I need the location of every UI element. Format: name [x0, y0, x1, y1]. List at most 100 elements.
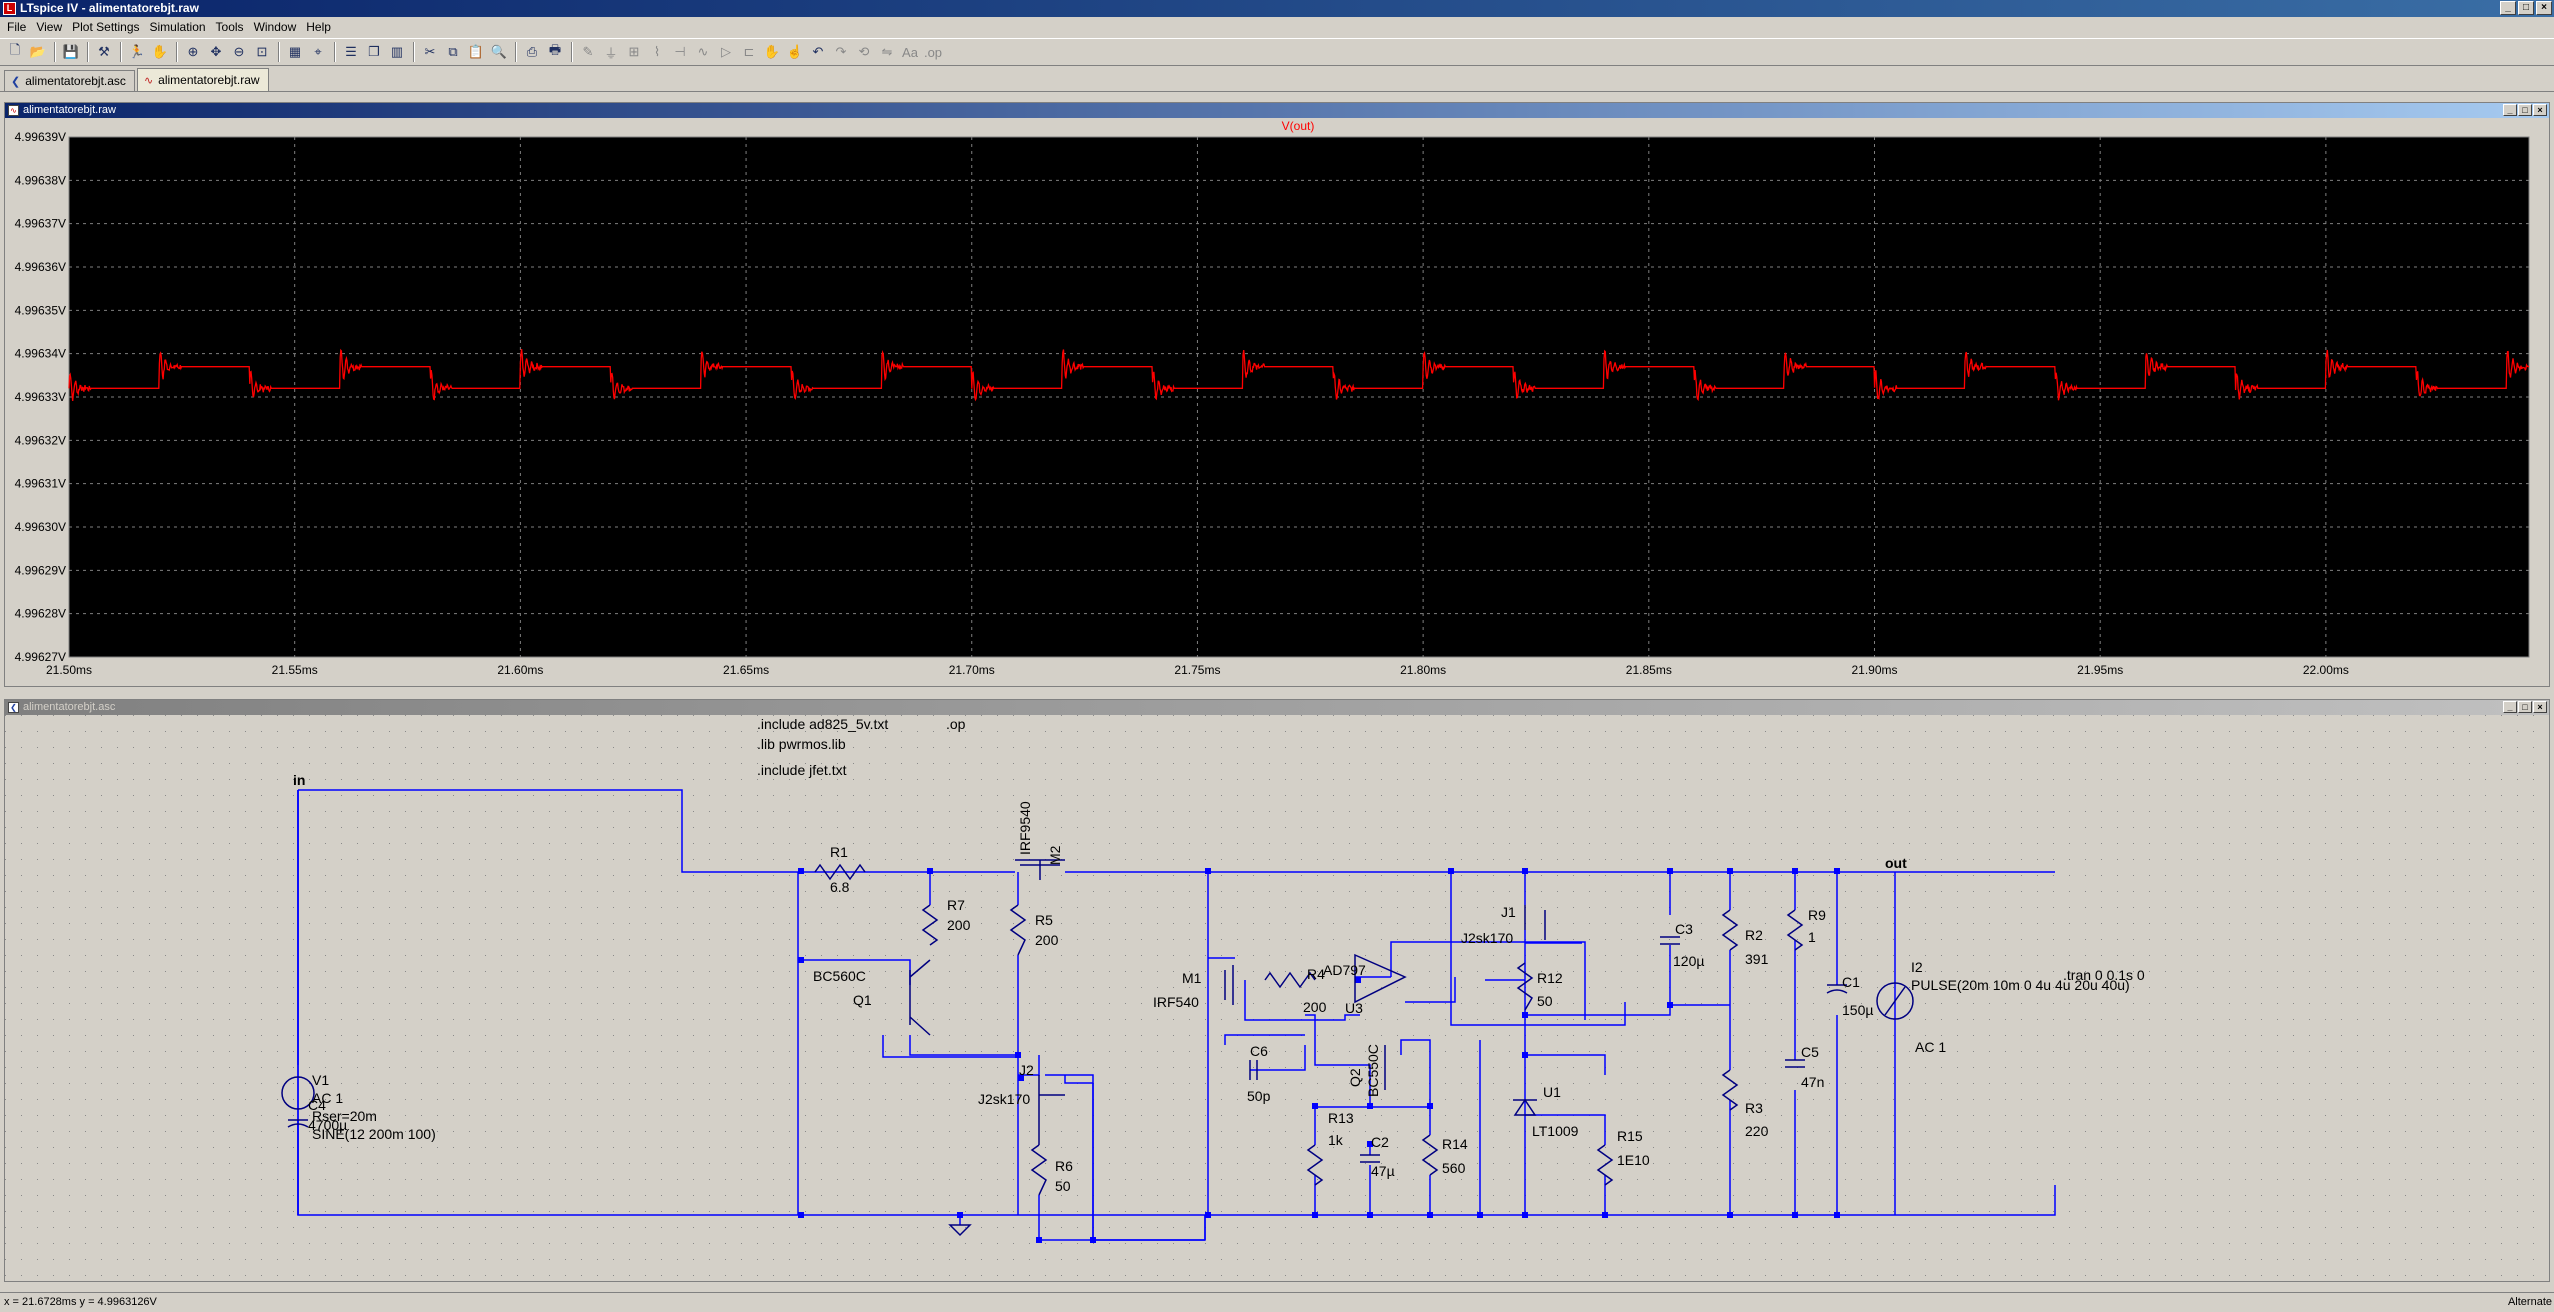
ground-icon[interactable]: ⏚	[604, 45, 618, 61]
tab-schematic[interactable]: ❮ alimentatorebjt.asc	[4, 70, 135, 91]
c6-value[interactable]: 50p	[1247, 1088, 1271, 1104]
close-icon[interactable]: ×	[2533, 701, 2547, 713]
u1-model[interactable]: LT1009	[1532, 1123, 1579, 1139]
maximize-icon[interactable]: □	[2518, 701, 2532, 713]
r5-value[interactable]: 200	[1035, 932, 1059, 948]
inductor-icon[interactable]: ∿	[697, 44, 709, 59]
wire-icon[interactable]: ✎	[582, 44, 594, 59]
close-icon[interactable]: ×	[2533, 104, 2547, 116]
q1-model[interactable]: BC560C	[813, 968, 866, 984]
cursor-icon[interactable]: ⌖	[314, 44, 322, 59]
v1-ac[interactable]: AC 1	[312, 1090, 343, 1106]
j1-name[interactable]: J1	[1501, 904, 1516, 920]
j2-name[interactable]: J2	[1019, 1062, 1034, 1078]
i2-ac[interactable]: AC 1	[1915, 1039, 1946, 1055]
rotate-icon[interactable]: ⟲	[858, 44, 870, 59]
minimize-icon[interactable]: _	[2503, 701, 2517, 713]
zoom-fit-icon[interactable]: ⊡	[256, 44, 268, 59]
open-icon[interactable]: 📂	[29, 44, 47, 59]
directive-include-ad825[interactable]: .include ad825_5v.txt	[757, 716, 888, 732]
label-net-icon[interactable]: ⊞	[628, 44, 640, 59]
c5-value[interactable]: 47n	[1801, 1074, 1824, 1090]
r4-name[interactable]: R4	[1307, 966, 1325, 982]
j2-model[interactable]: J2sk170	[978, 1091, 1030, 1107]
r14-value[interactable]: 560	[1442, 1160, 1466, 1176]
component-icon[interactable]: ⊏	[743, 44, 755, 59]
r9-value[interactable]: 1	[1808, 929, 1816, 945]
c2-value[interactable]: 47µ	[1371, 1163, 1395, 1179]
r12-name[interactable]: R12	[1537, 970, 1563, 986]
print-icon[interactable]: 🖶	[548, 42, 562, 57]
r15-name[interactable]: R15	[1617, 1128, 1643, 1144]
new-schematic-icon[interactable]: 🗋	[9, 42, 21, 57]
m2-model[interactable]: IRF9540	[1017, 801, 1033, 855]
r3-name[interactable]: R3	[1745, 1100, 1763, 1116]
q2-model[interactable]: BC550C	[1365, 1044, 1381, 1097]
menu-file[interactable]: File	[7, 20, 27, 34]
r9-name[interactable]: R9	[1808, 907, 1826, 923]
plot-area[interactable]	[68, 136, 2530, 658]
copy-icon[interactable]: ⧉	[448, 44, 458, 59]
q2-name[interactable]: Q2	[1347, 1068, 1363, 1087]
trace-vout[interactable]	[68, 348, 2529, 402]
r13-name[interactable]: R13	[1328, 1110, 1354, 1126]
menu-tools[interactable]: Tools	[215, 20, 244, 34]
directive-include-jfet[interactable]: .include jfet.txt	[757, 762, 847, 778]
ltspice-app-icon[interactable]: L	[3, 2, 16, 15]
redo-icon[interactable]: ↷	[835, 44, 847, 59]
resistor-icon[interactable]: ⌇	[653, 44, 661, 59]
r7-name[interactable]: R7	[947, 897, 965, 913]
r15-value[interactable]: 1E10	[1617, 1152, 1650, 1168]
c6-name[interactable]: C6	[1250, 1043, 1268, 1059]
autorange-icon[interactable]: ▦	[288, 44, 302, 59]
c4-name[interactable]: C4	[308, 1097, 326, 1113]
j1-model[interactable]: J2sk170	[1461, 930, 1513, 946]
r4-value[interactable]: 200	[1303, 999, 1327, 1015]
menu-simulation[interactable]: Simulation	[149, 20, 206, 34]
net-label-in[interactable]: in	[293, 772, 305, 788]
q1-name[interactable]: Q1	[853, 992, 872, 1008]
c3-value[interactable]: 120µ	[1673, 953, 1704, 969]
c4-value[interactable]: 4700µ	[308, 1117, 347, 1133]
i2-pulse[interactable]: PULSE(20m 10m 0 4u 4u 20u 40u)	[1911, 977, 2130, 993]
r6-name[interactable]: R6	[1055, 1158, 1073, 1174]
minimize-icon[interactable]: _	[2500, 1, 2516, 15]
zoom-out-icon[interactable]: ⊖	[233, 44, 245, 59]
menu-window[interactable]: Window	[253, 20, 297, 34]
v1-rser[interactable]: Rser=20m	[312, 1108, 377, 1124]
zoom-in-icon[interactable]: ⊕	[187, 44, 199, 59]
tile-horizontal-icon[interactable]: ☰	[345, 44, 357, 59]
directive-op[interactable]: .op	[946, 716, 966, 732]
r1-value[interactable]: 6.8	[830, 879, 850, 895]
r14-name[interactable]: R14	[1442, 1136, 1468, 1152]
net-label-out[interactable]: out	[1885, 855, 1907, 871]
u3-model[interactable]: AD797	[1323, 962, 1366, 978]
r2-name[interactable]: R2	[1745, 927, 1763, 943]
diode-icon[interactable]: ▷	[721, 44, 731, 59]
c1-name[interactable]: C1	[1842, 974, 1860, 990]
u1-name[interactable]: U1	[1543, 1084, 1561, 1100]
print-setup-icon[interactable]: ⎙	[526, 44, 538, 59]
paste-icon[interactable]: 📋	[467, 44, 485, 59]
maximize-icon[interactable]: □	[2518, 104, 2532, 116]
maximize-icon[interactable]: □	[2518, 1, 2534, 15]
find-icon[interactable]: 🔍	[490, 44, 508, 59]
r1-name[interactable]: R1	[830, 844, 848, 860]
save-icon[interactable]: 💾	[62, 44, 80, 59]
v1-sine[interactable]: SINE(12 200m 100)	[312, 1126, 436, 1142]
waveform-plot[interactable]: V(out) 4.99639V4.99638V4.99637V4.99636V4…	[5, 118, 2549, 686]
menu-help[interactable]: Help	[306, 20, 331, 34]
c5-name[interactable]: C5	[1801, 1044, 1819, 1060]
r6-value[interactable]: 50	[1055, 1178, 1071, 1194]
c1-value[interactable]: 150µ	[1842, 1002, 1873, 1018]
minimize-icon[interactable]: _	[2503, 104, 2517, 116]
capacitor-icon[interactable]: ⊣	[674, 44, 686, 59]
m1-model[interactable]: IRF540	[1153, 994, 1199, 1010]
c3-name[interactable]: C3	[1675, 921, 1693, 937]
schematic-window-titlebar[interactable]: ❮ alimentatorebjt.asc _ □ ×	[5, 700, 2549, 715]
m2-name[interactable]: M2	[1047, 845, 1063, 865]
u3-name[interactable]: U3	[1345, 1000, 1363, 1016]
cut-icon[interactable]: ✂	[424, 44, 436, 59]
c2-name[interactable]: C2	[1371, 1134, 1389, 1150]
menu-view[interactable]: View	[36, 20, 63, 34]
